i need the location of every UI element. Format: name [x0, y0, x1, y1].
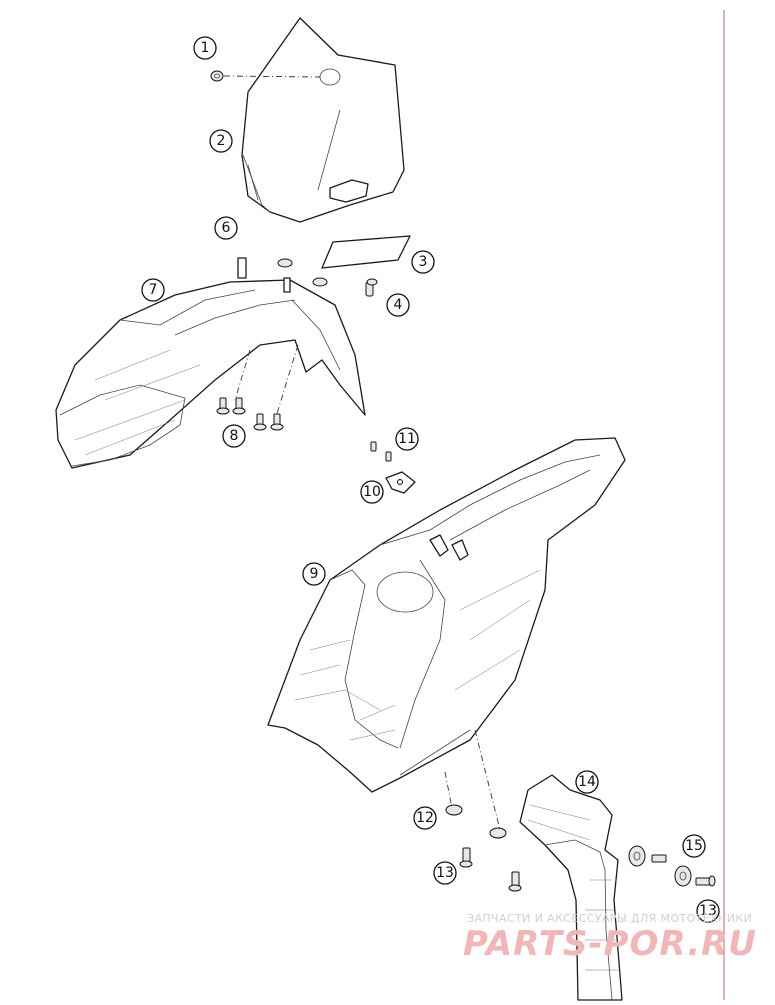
- leader-9b: [474, 729, 501, 831]
- callout-label: 6: [222, 220, 231, 236]
- callout-label: 13: [699, 903, 717, 919]
- callout-label: 12: [416, 810, 434, 826]
- callout-3: 4: [386, 293, 410, 317]
- callout-label: 10: [363, 484, 381, 500]
- callout-13-right: 13: [696, 899, 720, 923]
- callout-11: 11: [395, 427, 419, 451]
- callout-12: 12: [413, 806, 437, 830]
- part-screw-3: [365, 278, 378, 297]
- callout-label: 2: [217, 133, 226, 149]
- part-rear-fender: [267, 437, 626, 793]
- part-screw-11: [370, 441, 392, 462]
- part-washers-15: [628, 845, 692, 887]
- callout-label: 13: [436, 865, 454, 881]
- callout-label: 4: [394, 297, 403, 313]
- callout-label: 14: [578, 774, 596, 790]
- callout-label: 9: [310, 566, 319, 582]
- callout-7: 7: [141, 278, 165, 302]
- callout-2: 3: [411, 250, 435, 274]
- part-bolts-13: [459, 847, 716, 892]
- callout-8: 8: [222, 424, 246, 448]
- callout-1: 2: [209, 129, 233, 153]
- leader-9a: [444, 771, 453, 809]
- callout-label: 8: [230, 428, 239, 444]
- callout-14: 14: [575, 770, 599, 794]
- watermark-tagline: ЗАПЧАСТИ И АКСЕССУАРЫ ДЛЯ МОТОТЕХНИКИ: [467, 912, 752, 925]
- callout-15: 15: [682, 834, 706, 858]
- callout-label: 3: [419, 254, 428, 270]
- callout-4: 1: [193, 36, 217, 60]
- callout-label: 7: [149, 282, 158, 298]
- part-number-plate: [241, 17, 405, 223]
- part-bushings-12: [445, 804, 507, 839]
- watermark-brand: PARTS-POR.RU: [463, 924, 757, 964]
- callout-6: 6: [214, 216, 238, 240]
- leader-4: [223, 75, 321, 78]
- callout-9: 9: [302, 562, 326, 586]
- callout-label: 11: [398, 431, 416, 447]
- callout-label: 15: [685, 838, 703, 854]
- part-mud-flap: [519, 774, 623, 1001]
- callout-label: 1: [201, 40, 210, 56]
- callout-13-left: 13: [433, 861, 457, 885]
- part-grommets-6: [277, 258, 328, 287]
- leader-7b: [274, 344, 299, 421]
- part-front-fender: [55, 257, 366, 469]
- part-nut-4: [210, 70, 224, 82]
- part-screws-8: [216, 397, 284, 431]
- part-decal: [321, 235, 411, 269]
- part-clip-10: [385, 471, 416, 494]
- callout-10: 10: [360, 480, 384, 504]
- leader-7a: [234, 349, 251, 401]
